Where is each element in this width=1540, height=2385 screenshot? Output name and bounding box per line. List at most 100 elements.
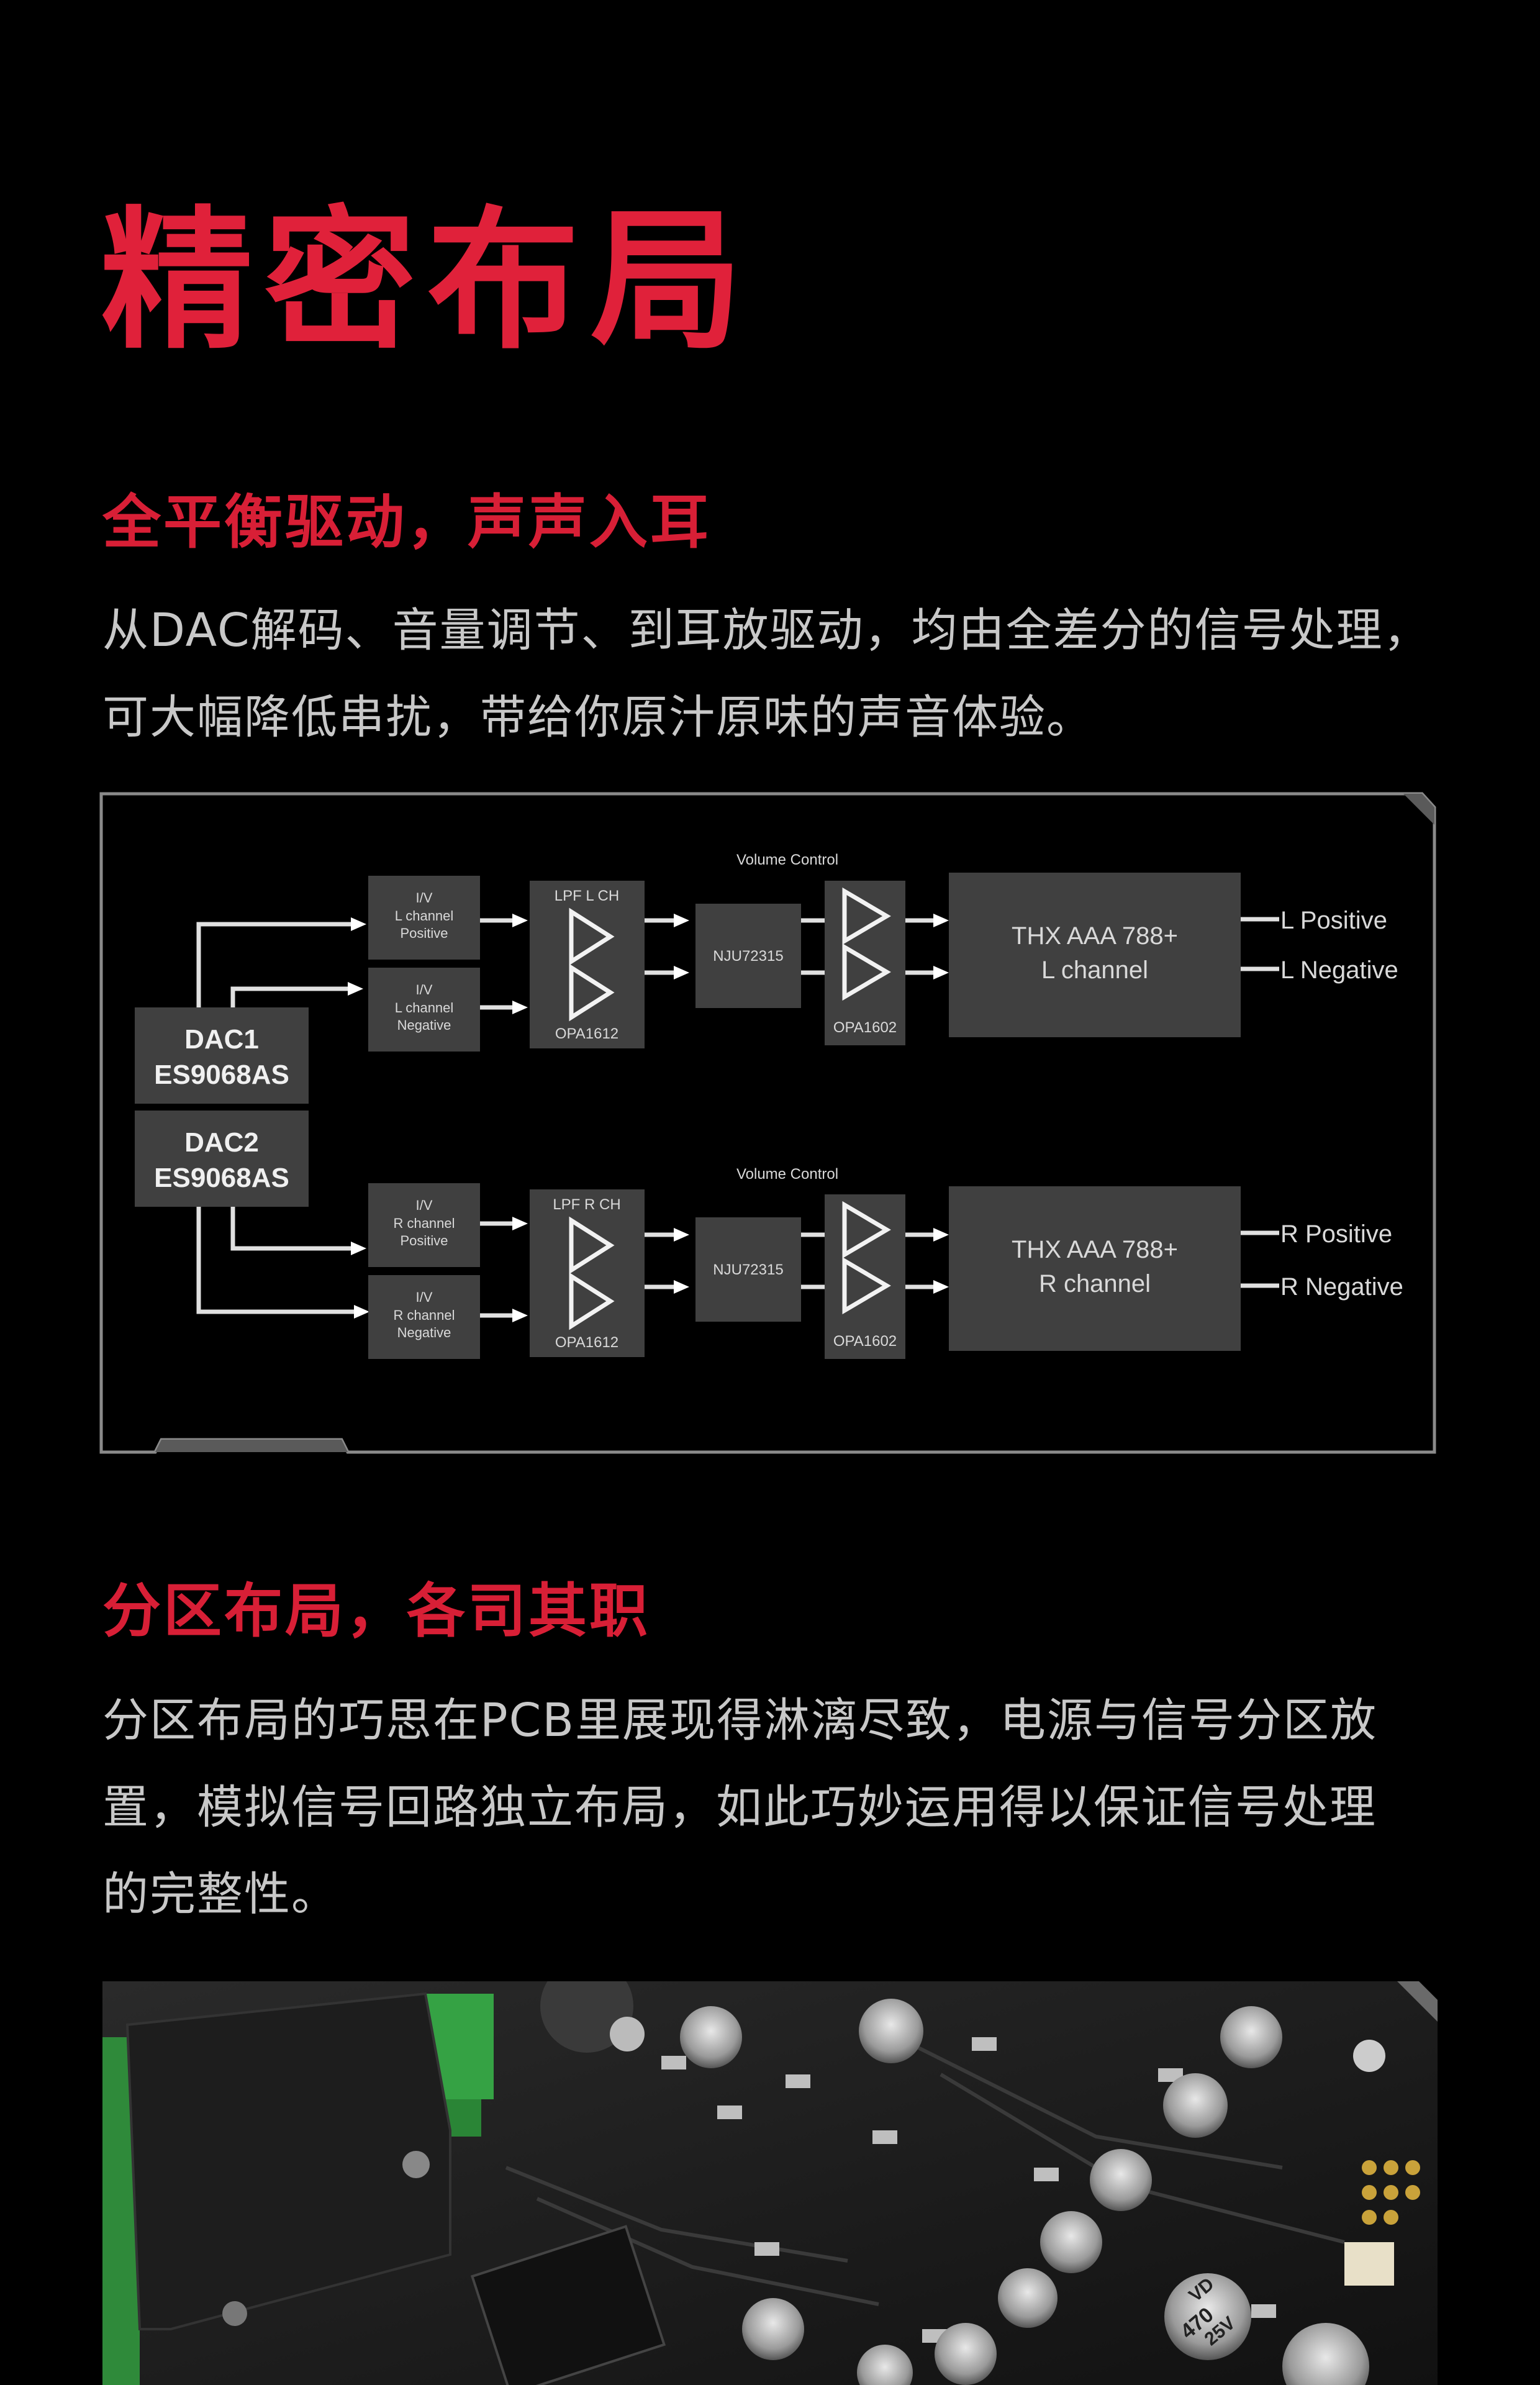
dac2-block bbox=[135, 1111, 309, 1207]
smd-part bbox=[786, 2074, 810, 2088]
solder-pad bbox=[1362, 2210, 1377, 2225]
arrow-head bbox=[512, 1217, 528, 1230]
relay bbox=[1344, 2242, 1394, 2286]
volume-chip-l-block bbox=[695, 904, 801, 1008]
buffer-r-block bbox=[825, 1194, 905, 1359]
connector-dac2-rpos bbox=[230, 1207, 351, 1251]
capacitor bbox=[1090, 2149, 1152, 2211]
arrow-head bbox=[674, 914, 689, 927]
connector-dac1-lneg bbox=[230, 986, 348, 1007]
iv-polarity: Positive bbox=[400, 925, 448, 941]
iv-channel: L channel bbox=[395, 1000, 454, 1015]
arrow-head bbox=[512, 1001, 528, 1014]
paragraph-line: 可大幅降低串扰，带给你原汁原味的声音体验。 bbox=[102, 691, 1094, 744]
iv-r-positive-block bbox=[368, 1183, 480, 1267]
paragraph-line: 从DAC解码、音量调节、到耳放驱动，均由全差分的信号处理， bbox=[102, 604, 1431, 657]
mount-hole bbox=[1353, 2040, 1385, 2072]
arrow-head bbox=[674, 1228, 689, 1242]
pcb-photo: 470 25V VD bbox=[102, 1981, 1438, 2385]
output-l-positive: L Positive bbox=[1280, 907, 1387, 934]
dac1-label: DAC1 bbox=[184, 1024, 259, 1055]
dac1-block bbox=[135, 1007, 309, 1104]
trace bbox=[536, 2197, 879, 2306]
opamp-triangle bbox=[569, 963, 615, 1022]
amp-channel: R channel bbox=[1039, 1270, 1151, 1297]
smd-part bbox=[717, 2106, 742, 2119]
right-channel-path: I/V R channel Positive I/V R channel Neg… bbox=[368, 1166, 1403, 1359]
buffer-l-block bbox=[825, 881, 905, 1045]
amp-r-block bbox=[949, 1186, 1241, 1351]
smd-part bbox=[872, 2130, 897, 2144]
section-paragraph-balanced-drive: 从DAC解码、音量调节、到耳放驱动，均由全差分的信号处理， 可大幅降低串扰，带给… bbox=[102, 587, 1469, 761]
solder-pad bbox=[1384, 2185, 1398, 2200]
capacitor bbox=[1220, 2006, 1282, 2068]
lpf-chip: OPA1612 bbox=[555, 1334, 618, 1351]
paragraph-line: 的完整性。 bbox=[102, 1868, 338, 1921]
solder-pad bbox=[1384, 2210, 1398, 2225]
shield-housing bbox=[125, 1992, 451, 2330]
iv-label: I/V bbox=[416, 890, 433, 906]
frame-corner-accent bbox=[1403, 794, 1434, 825]
smd-part bbox=[661, 2056, 686, 2069]
output-l-negative: L Negative bbox=[1280, 956, 1398, 984]
capacitor bbox=[1163, 2073, 1228, 2138]
paragraph-line: 分区布局的巧思在PCB里展现得淋漓尽致，电源与信号分区放 bbox=[102, 1694, 1378, 1747]
arrow-head bbox=[933, 914, 949, 927]
capacitor bbox=[1040, 2211, 1102, 2273]
amp-channel: L channel bbox=[1041, 956, 1148, 984]
capacitor bbox=[998, 2268, 1058, 2328]
iv-label: I/V bbox=[416, 1289, 433, 1305]
dac1-chip: ES9068AS bbox=[154, 1060, 289, 1090]
page-title: 精密布局 bbox=[101, 193, 754, 370]
section-paragraph-zoned-layout: 分区布局的巧思在PCB里展现得淋漓尽致，电源与信号分区放 置，模拟信号回路独立布… bbox=[102, 1677, 1469, 1938]
opamp-triangle bbox=[842, 943, 891, 1001]
smd-part bbox=[754, 2242, 779, 2256]
arrow-head bbox=[933, 1228, 949, 1242]
amp-label: THX AAA 788+ bbox=[1012, 922, 1178, 950]
signal-path-diagram: DAC1 ES9068AS DAC2 ES9068AS I/V L channe… bbox=[99, 792, 1436, 1454]
output-r-positive: R Positive bbox=[1280, 1220, 1392, 1248]
lpf-r-block bbox=[530, 1189, 645, 1357]
iv-l-positive-block bbox=[368, 876, 480, 960]
iv-r-negative-block bbox=[368, 1275, 480, 1359]
amp-l-block bbox=[949, 873, 1241, 1037]
volume-control-label: Volume Control bbox=[736, 852, 838, 868]
smd-part bbox=[1158, 2068, 1183, 2082]
capacitor-large bbox=[1164, 2273, 1251, 2360]
solder-pad bbox=[1405, 2160, 1420, 2175]
capacitor-large bbox=[1282, 2323, 1369, 2385]
opamp-triangle bbox=[569, 907, 615, 966]
amp-label: THX AAA 788+ bbox=[1012, 1236, 1178, 1263]
capacitor bbox=[859, 1999, 923, 2063]
screw bbox=[402, 2151, 430, 2178]
arrow-head bbox=[674, 1280, 689, 1294]
buffer-chip: OPA1602 bbox=[833, 1333, 897, 1350]
arrow-head bbox=[933, 966, 949, 979]
opamp-triangle bbox=[842, 1201, 891, 1259]
section-heading-balanced-drive: 全平衡驱动，声声入耳 bbox=[102, 489, 712, 556]
screw bbox=[222, 2301, 247, 2326]
frame-bottom-accent bbox=[155, 1440, 348, 1452]
solder-pad bbox=[1384, 2160, 1398, 2175]
connector-dac1-lpos bbox=[196, 922, 351, 1007]
dac2-chip: ES9068AS bbox=[154, 1163, 289, 1193]
trace bbox=[908, 2042, 1283, 2169]
opamp-triangle bbox=[842, 1256, 891, 1315]
smd-part bbox=[1251, 2304, 1276, 2318]
iv-channel: R channel bbox=[393, 1215, 455, 1231]
arrow-head bbox=[351, 917, 366, 931]
iv-polarity: Negative bbox=[397, 1017, 451, 1033]
iv-polarity: Negative bbox=[397, 1325, 451, 1340]
arrow-head bbox=[512, 914, 528, 927]
trace bbox=[505, 2166, 848, 2263]
lpf-l-block bbox=[530, 881, 645, 1048]
mount-hole bbox=[610, 2017, 645, 2051]
lpf-label: LPF L CH bbox=[555, 888, 619, 904]
opamp-triangle bbox=[842, 887, 891, 945]
arrow-head bbox=[512, 1309, 528, 1322]
capacitor bbox=[680, 2006, 742, 2068]
pcb-corner-accent bbox=[1397, 1981, 1438, 2022]
iv-l-negative-block bbox=[368, 968, 480, 1052]
dac2-label: DAC2 bbox=[184, 1127, 259, 1158]
arrow-head bbox=[351, 1242, 366, 1255]
